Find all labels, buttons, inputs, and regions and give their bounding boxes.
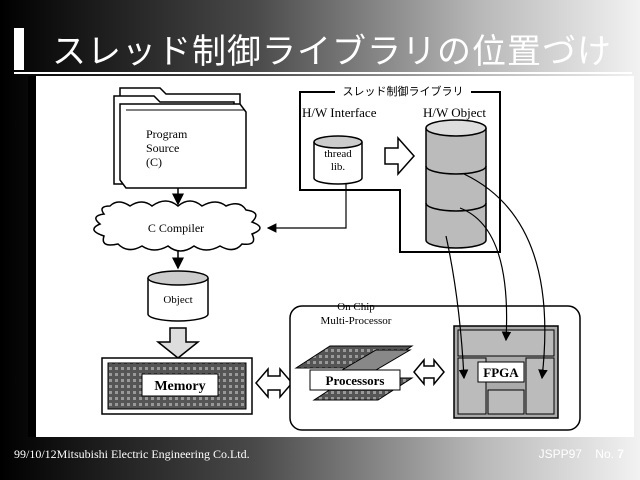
program-source-line2: Source — [146, 141, 179, 155]
program-source-line1: Program — [146, 127, 188, 141]
object-label: Object — [163, 294, 192, 306]
object-to-fpga-curve-3 — [463, 173, 548, 380]
c-compiler-label: C Compiler — [148, 221, 204, 235]
memory-label: Memory — [154, 379, 205, 394]
program-source-line3: (C) — [146, 155, 162, 169]
processors: Processors — [294, 345, 414, 401]
library-box-label: スレッド制御ライブラリ — [343, 84, 464, 98]
hw-object-cylinder — [425, 119, 487, 249]
c-compiler-cloud: C Compiler — [93, 200, 261, 252]
title-rule — [14, 72, 632, 74]
hw-interface-label: H/W Interface — [302, 105, 377, 120]
footer-date-company: 99/10/12Mitsubishi Electric Engineering … — [14, 447, 250, 461]
footer-page-info: JSPP97 No. 7 — [539, 447, 624, 461]
object-to-fpga-curve-2 — [459, 207, 512, 342]
on-chip-line2: Multi-Processor — [321, 315, 392, 327]
object-to-fpga-curve-1 — [445, 235, 469, 380]
slide-title: スレッド制御ライブラリの位置づけ — [52, 32, 612, 72]
memory-module: Memory — [101, 357, 253, 415]
fpga-label: FPGA — [483, 365, 519, 380]
interface-to-object-arrow — [384, 136, 416, 176]
object-cylinder: Object — [147, 270, 209, 322]
footer-conference: JSPP97 — [538, 447, 582, 461]
thread-lib-cylinder: thread lib. — [313, 135, 363, 185]
hw-object-label: H/W Object — [423, 105, 486, 120]
program-source-files: Program Source (C) — [113, 87, 247, 189]
on-chip-line1: On Chip — [337, 301, 375, 313]
footer-page-number: 7 — [617, 447, 624, 461]
thread-lib-line2: lib. — [331, 161, 346, 173]
footer-page-label: No. — [595, 447, 614, 461]
left-black-bar — [28, 76, 36, 437]
object-to-memory-arrow — [155, 327, 201, 359]
thread-lib-line1: thread — [324, 148, 352, 160]
memory-processor-arrow — [255, 366, 293, 400]
processor-fpga-arrow — [413, 357, 445, 387]
title-accent-bar — [14, 28, 24, 70]
processors-label: Processors — [326, 373, 385, 388]
